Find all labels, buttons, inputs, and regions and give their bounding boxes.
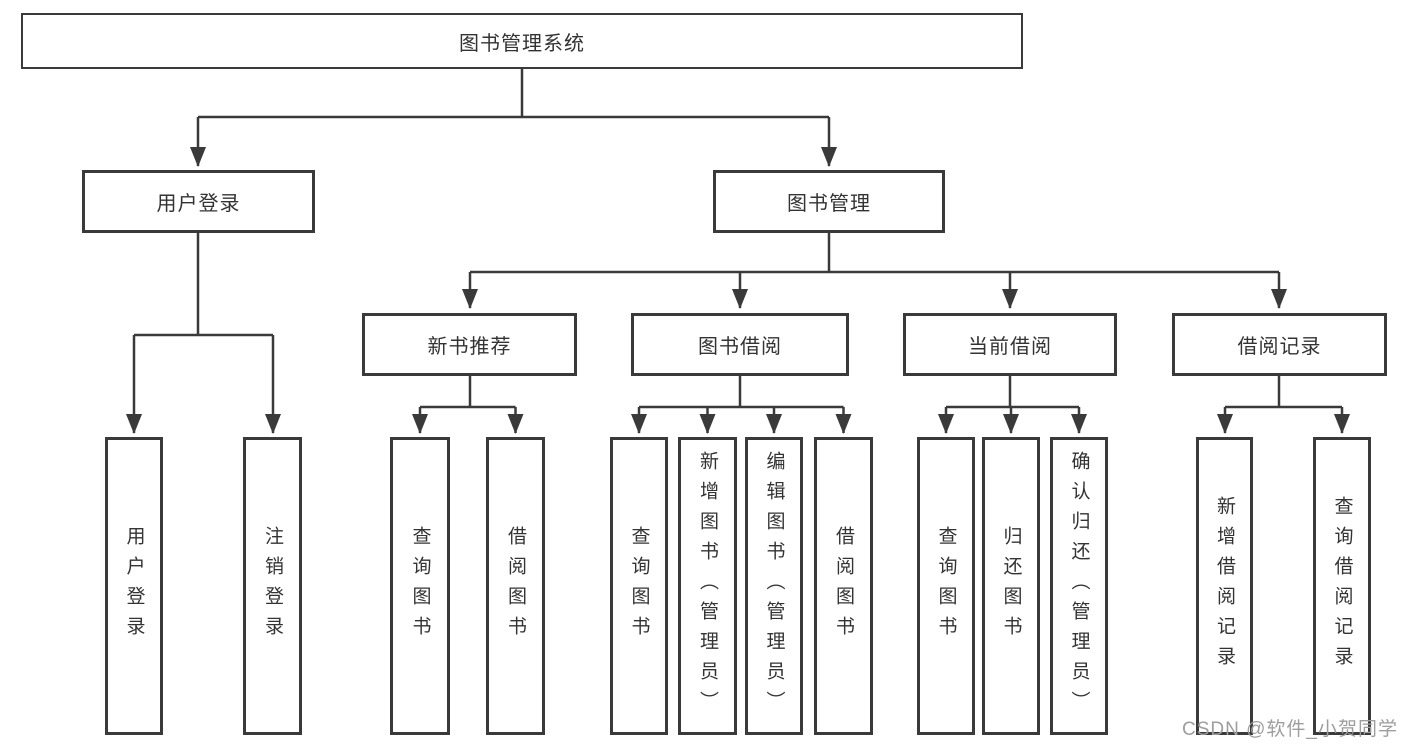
node-book-management-label: 图书管理 (787, 193, 871, 215)
node-new-book-recommend-label: 新书推荐 (427, 336, 512, 358)
leaf-confirm-return-admin-label: 确认归还（管理员） (1068, 451, 1090, 721)
leaf-query-books-1-label: 查询图书 (409, 526, 431, 646)
leaf-add-book-admin-label: 新增图书（管理员） (697, 451, 718, 721)
node-current-borrowing-label: 当前借阅 (968, 336, 1052, 358)
leaf-logout: 注销登录 (243, 437, 302, 735)
node-book-management: 图书管理 (713, 170, 945, 233)
node-book-borrowing-label: 图书借阅 (698, 336, 782, 358)
node-new-book-recommend: 新书推荐 (362, 313, 577, 376)
leaf-edit-book-admin-label: 编辑图书（管理员） (763, 451, 785, 721)
leaf-return-book-label: 归还图书 (1000, 526, 1022, 646)
leaf-user-login-label: 用户登录 (123, 526, 145, 646)
leaf-borrow-books-2-label: 借阅图书 (833, 526, 854, 646)
leaf-add-borrow-record-label: 新增借阅记录 (1214, 496, 1235, 676)
leaf-confirm-return-admin: 确认归还（管理员） (1050, 437, 1108, 735)
leaf-edit-book-admin: 编辑图书（管理员） (745, 437, 803, 735)
node-book-borrowing: 图书借阅 (631, 313, 849, 376)
leaf-borrow-books-2: 借阅图书 (814, 437, 873, 735)
node-library-system-label: 图书管理系统 (459, 32, 585, 55)
leaf-query-books-2-label: 查询图书 (628, 526, 650, 646)
node-user-login: 用户登录 (82, 170, 315, 233)
node-borrow-records: 借阅记录 (1172, 313, 1387, 376)
node-current-borrowing: 当前借阅 (903, 313, 1117, 376)
leaf-logout-label: 注销登录 (262, 526, 283, 646)
leaf-query-borrow-record-label: 查询借阅记录 (1331, 496, 1353, 676)
leaf-query-books-3: 查询图书 (917, 437, 975, 735)
watermark: CSDN @软件_小贺同学 (1182, 719, 1398, 740)
leaf-query-books-3-label: 查询图书 (935, 526, 957, 646)
leaf-borrow-books-1: 借阅图书 (486, 437, 545, 735)
leaf-query-borrow-record: 查询借阅记录 (1313, 437, 1371, 735)
leaf-return-book: 归还图书 (982, 437, 1040, 735)
leaf-user-login: 用户登录 (105, 437, 163, 735)
leaf-add-book-admin: 新增图书（管理员） (678, 437, 737, 735)
leaf-add-borrow-record: 新增借阅记录 (1196, 437, 1253, 735)
leaf-borrow-books-1-label: 借阅图书 (505, 526, 526, 646)
node-user-login-label: 用户登录 (156, 193, 241, 215)
node-borrow-records-label: 借阅记录 (1237, 336, 1322, 358)
node-library-system: 图书管理系统 (21, 13, 1023, 69)
leaf-query-books-2: 查询图书 (610, 437, 668, 735)
leaf-query-books-1: 查询图书 (390, 437, 450, 735)
